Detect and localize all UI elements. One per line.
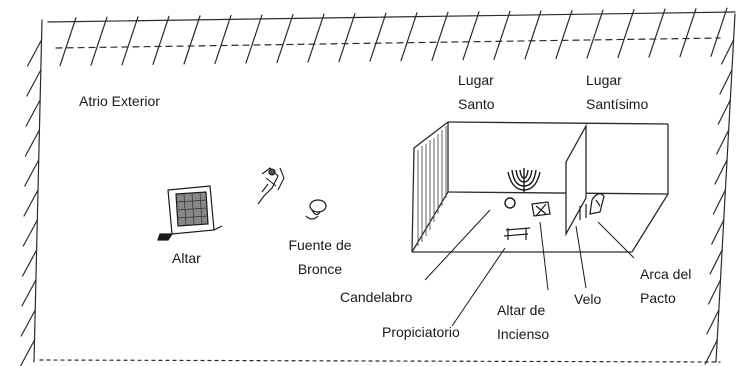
fence-post [704, 339, 718, 365]
fence-post [493, 10, 511, 60]
fence-post [524, 10, 542, 60]
fence-post [710, 7, 728, 57]
fence-post [21, 279, 37, 307]
ark-icon [579, 193, 605, 220]
fence-post [648, 8, 666, 58]
label-veil: Velo [574, 291, 602, 307]
fence-post [711, 219, 725, 245]
mercy-seat-icon [503, 227, 531, 240]
label-bronze-laver-line2: Bronce [297, 261, 343, 277]
fence-post [586, 9, 604, 59]
veil-partition [565, 123, 587, 237]
fence-post [90, 16, 108, 66]
fence-post [720, 39, 735, 65]
fence-post [245, 14, 263, 64]
courtyard-fence [19, 7, 736, 366]
fence-post [22, 219, 38, 247]
fence-post [183, 15, 201, 65]
fence-post [26, 39, 43, 67]
fence-post [26, 69, 42, 97]
fence-post [369, 12, 387, 62]
label-incense-altar: Altar de Incienso [497, 298, 549, 346]
fence-post [617, 8, 635, 59]
fence-post [22, 249, 38, 277]
fence-post [717, 99, 731, 125]
tabernacle-tent [411, 121, 669, 253]
fence-post [214, 14, 232, 65]
leader-lines [424, 209, 635, 327]
label-bronze-laver: Fuente de Bronce [270, 233, 370, 281]
fence-post [400, 12, 418, 62]
fence-post [307, 13, 325, 63]
fence-post [714, 159, 728, 185]
fence-post [431, 11, 449, 61]
label-altar: Altar [172, 250, 201, 266]
fence-post [709, 249, 723, 275]
fence-post [462, 11, 480, 61]
label-mercy-seat: Propiciatorio [382, 324, 460, 340]
priest-figure-icon [257, 167, 285, 205]
label-incense-altar-line1: Altar de [497, 302, 546, 318]
lampstand-icon [504, 168, 541, 209]
label-ark: Arca del Pacto [640, 262, 691, 310]
fence-post [706, 309, 720, 335]
label-holy-place-line2: Santo [458, 96, 495, 112]
label-outer-court: Atrio Exterior [79, 93, 160, 109]
label-holy-of-holies-line2: Santísimo [586, 96, 649, 112]
fence-post [121, 16, 139, 66]
fence-post [338, 13, 356, 63]
fence-post [24, 159, 40, 187]
label-ark-line2: Pacto [640, 290, 676, 306]
fence-post [555, 9, 573, 60]
label-incense-altar-line2: Incienso [497, 326, 550, 342]
fence-post [276, 13, 294, 64]
fence-post [707, 279, 722, 305]
fence-post [19, 339, 36, 366]
fence-post [712, 189, 726, 215]
fence-post [24, 129, 41, 157]
label-bronze-laver-line1: Fuente de [288, 237, 352, 253]
bronze-laver-icon [305, 199, 327, 220]
label-holy-place: Lugar Santo [458, 68, 495, 116]
fence-post [20, 309, 36, 337]
fence-post [25, 99, 41, 127]
fence-post [679, 8, 697, 58]
fence-post [716, 129, 730, 155]
fence-post [59, 17, 77, 67]
label-holy-of-holies: Lugar Santísimo [586, 68, 648, 116]
bronze-altar-icon [157, 185, 223, 241]
label-ark-line1: Arca del [640, 266, 692, 282]
fence-post [23, 189, 39, 217]
label-holy-place-line1: Lugar [458, 72, 494, 88]
label-holy-of-holies-line1: Lugar [586, 72, 622, 88]
incense-altar-icon [531, 201, 551, 217]
label-lampstand: Candelabro [340, 289, 413, 305]
fence-post [152, 15, 170, 65]
fence-post [719, 69, 733, 95]
